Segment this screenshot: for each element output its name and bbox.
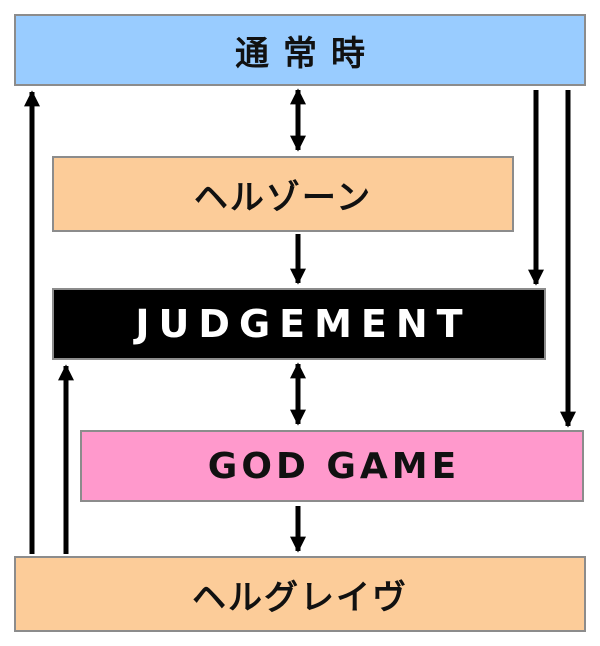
node-hell-grave-label: ヘルグレイヴ — [192, 577, 408, 618]
node-hell-grave: ヘルグレイヴ — [14, 556, 586, 632]
node-judgement-label: JUDGEMENT — [135, 302, 472, 346]
node-hell-zone: ヘルゾーン — [52, 156, 514, 232]
node-normal-state-label: 通常時 — [235, 33, 379, 74]
node-god-game-label: GOD GAME — [207, 445, 461, 487]
node-judgement: JUDGEMENT — [52, 288, 546, 360]
node-normal-state: 通常時 — [14, 14, 586, 86]
node-hell-zone-label: ヘルゾーン — [193, 177, 373, 218]
node-god-game: GOD GAME — [80, 430, 584, 502]
